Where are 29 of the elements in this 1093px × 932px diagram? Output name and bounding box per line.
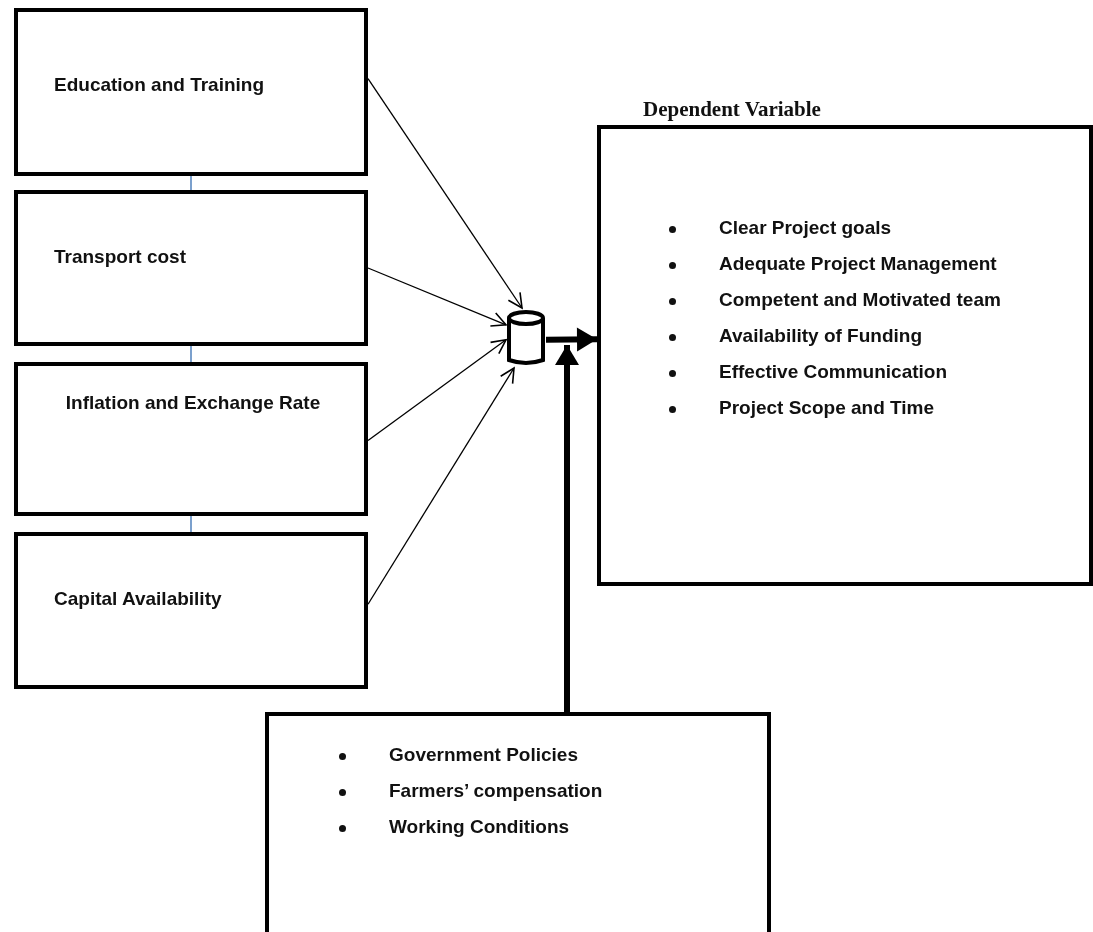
- bullet-item: Working Conditions: [389, 815, 570, 840]
- bullet-item: Effective Communication: [719, 360, 948, 385]
- cylinder-symbol: [506, 308, 546, 368]
- bullet-item: Project Scope and Time: [719, 396, 935, 421]
- variable-box: [14, 532, 368, 689]
- arrow: [367, 367, 515, 605]
- connector-line: [190, 345, 192, 363]
- variable-box: [265, 712, 771, 932]
- box-label: Capital Availability: [54, 587, 223, 611]
- variable-box: [14, 190, 368, 346]
- arrow: [367, 77, 523, 309]
- arrow: [545, 327, 598, 352]
- connector-line: [190, 515, 192, 533]
- box-label: Inflation and Exchange Rate: [64, 391, 322, 415]
- box-label: Transport cost: [54, 245, 187, 269]
- arrow: [555, 345, 579, 712]
- bullet-item: Availability of Funding: [719, 324, 923, 349]
- connector-line: [190, 175, 192, 191]
- box-label: Education and Training: [54, 73, 266, 97]
- bullet-item: Clear Project goals: [719, 216, 892, 240]
- variable-box: [14, 8, 368, 176]
- bullet-item: Competent and Motivated team: [719, 288, 1001, 313]
- bullet-item: Adequate Project Management: [719, 252, 997, 277]
- arrow: [367, 339, 507, 442]
- box-heading: Dependent Variable: [643, 97, 821, 122]
- bullet-item: Farmers’ compensation: [389, 779, 603, 804]
- variable-box: [14, 362, 368, 516]
- arrow: [367, 267, 507, 327]
- bullet-item: Government Policies: [389, 743, 578, 767]
